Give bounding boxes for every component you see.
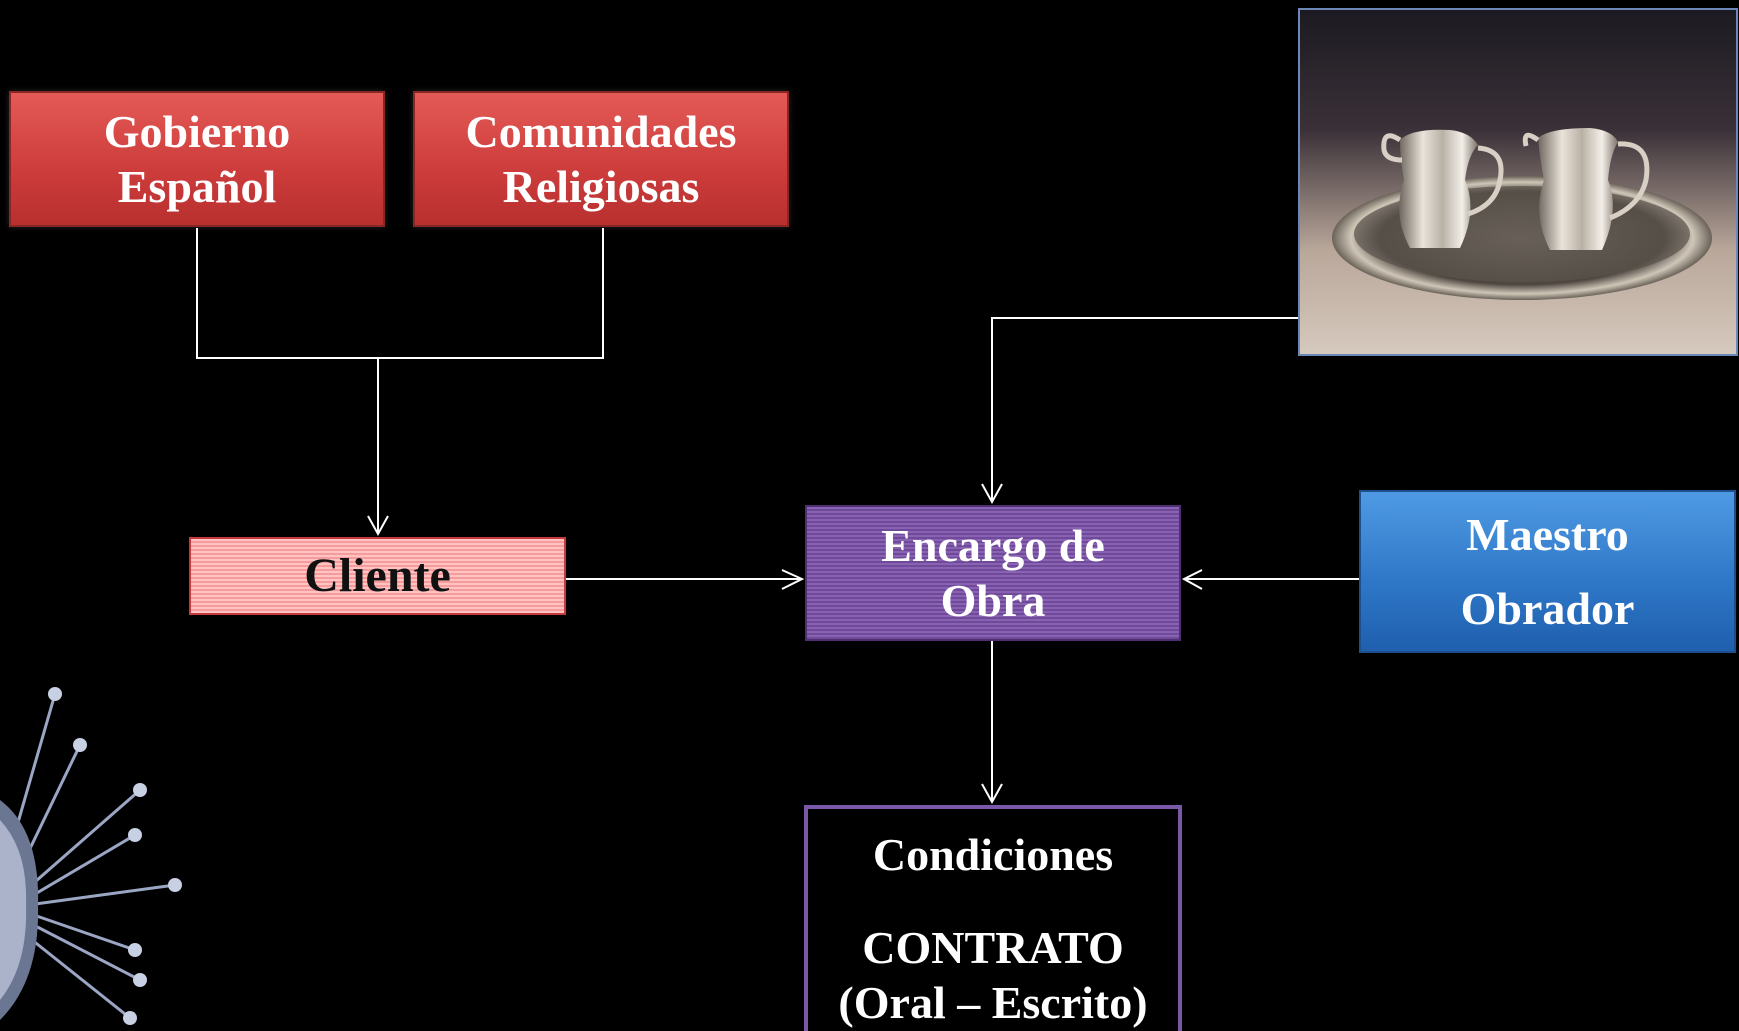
- node-comunidades-line1: Comunidades: [465, 105, 737, 157]
- silver-jugs-image-icon: [1300, 10, 1736, 354]
- node-gobierno-espanol: Gobierno Español: [9, 91, 385, 227]
- silver-jugs-photo: [1298, 8, 1738, 356]
- node-cliente: Cliente: [189, 537, 566, 615]
- node-comunidades-religiosas: Comunidades Religiosas: [413, 91, 789, 227]
- node-condiciones-line3: (Oral – Escrito): [838, 977, 1148, 1029]
- node-encargo-line2: Obra: [940, 575, 1046, 626]
- sun-ornament-icon: [0, 687, 182, 1025]
- node-condiciones-contrato: Condiciones CONTRATO (Oral – Escrito): [804, 805, 1182, 1031]
- node-cliente-label: Cliente: [304, 549, 451, 603]
- node-condiciones-line1: Condiciones: [872, 829, 1114, 880]
- node-gobierno-line2: Español: [117, 161, 277, 212]
- arrowhead-condiciones: [981, 783, 1003, 805]
- node-encargo-line1: Encargo de: [881, 519, 1105, 571]
- connector-photo-encargo: [991, 317, 1298, 502]
- node-maestro-line2: Obrador: [1460, 582, 1635, 634]
- node-gobierno-line1: Gobierno: [103, 105, 291, 157]
- arrowhead-encargo-right: [1181, 569, 1203, 590]
- node-encargo-de-obra: Encargo de Obra: [805, 505, 1181, 641]
- connector-gobierno: [196, 228, 604, 359]
- arrowhead-encargo-left: [781, 569, 805, 590]
- node-maestro-line1: Maestro: [1466, 509, 1629, 561]
- node-condiciones-line2: CONTRATO: [862, 922, 1124, 974]
- arrowhead-cliente: [367, 515, 389, 537]
- node-maestro-obrador: Maestro Obrador: [1359, 490, 1736, 653]
- node-comunidades-line2: Religiosas: [502, 161, 700, 212]
- arrowhead-encargo-top: [981, 483, 1003, 505]
